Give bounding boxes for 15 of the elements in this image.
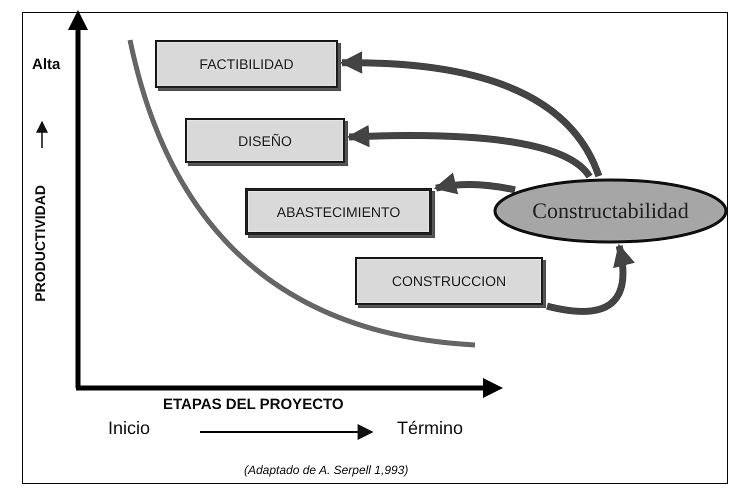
curved-arrow	[340, 52, 602, 178]
axis-label: Alta	[32, 56, 60, 73]
stage-box: ABASTECIMIENTO	[245, 188, 432, 235]
curved-arrow	[434, 172, 516, 195]
axis-title: PRODUCTIVIDAD	[32, 185, 48, 302]
stage-box: FACTIBILIDAD	[155, 40, 338, 88]
stage-box: CONSTRUCCION	[355, 257, 543, 305]
caption: (Adaptado de A. Serpell 1,993)	[244, 463, 408, 477]
ellipse-node: Constructabilidad	[493, 178, 728, 244]
curved-arrow	[346, 125, 592, 179]
stage-box: DISEÑO	[185, 118, 345, 163]
axis-label: Inicio	[108, 418, 150, 439]
axis-title: ETAPAS DEL PROYECTO	[163, 396, 344, 413]
curved-arrow	[546, 244, 634, 315]
axis-label: Término	[397, 418, 464, 439]
